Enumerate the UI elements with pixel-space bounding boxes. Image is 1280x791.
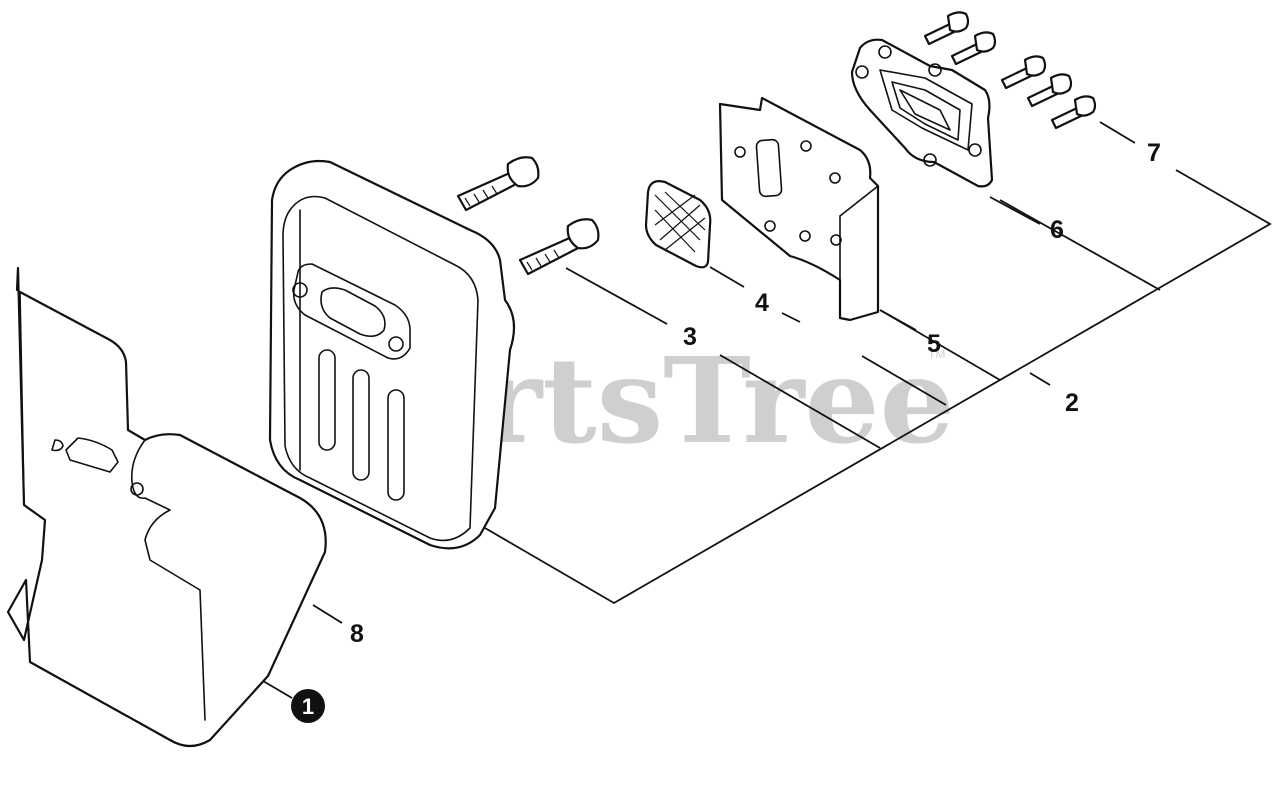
muffler-cover-plate [718, 96, 880, 322]
small-screw [923, 11, 970, 46]
callout-7[interactable]: 7 [1147, 139, 1161, 167]
callout-8[interactable]: 8 [350, 620, 364, 648]
watermark-trademark: TM [928, 347, 945, 361]
callout-2[interactable]: 2 [1065, 389, 1079, 417]
muffler-body [268, 159, 516, 550]
callouts: 1 2 3 4 5 6 7 8 [291, 139, 1161, 723]
spark-arrestor-screen [644, 180, 712, 269]
muffler-gasket-plate [850, 38, 994, 188]
callout-4[interactable]: 4 [755, 289, 769, 317]
callout-1[interactable]: 1 [302, 694, 314, 719]
small-screw [1050, 95, 1097, 130]
callout-3[interactable]: 3 [683, 323, 697, 351]
small-screw [950, 31, 997, 66]
callout-6[interactable]: 6 [1050, 216, 1064, 244]
small-screw [1000, 55, 1047, 90]
callout-5[interactable]: 5 [927, 330, 941, 358]
small-screws [923, 11, 1097, 130]
muffler-screw-lower [518, 218, 600, 276]
callout-1-circle [291, 689, 325, 723]
muffler-screw-upper [456, 156, 540, 212]
heat-shield [6, 266, 327, 748]
small-screw [1026, 73, 1073, 108]
